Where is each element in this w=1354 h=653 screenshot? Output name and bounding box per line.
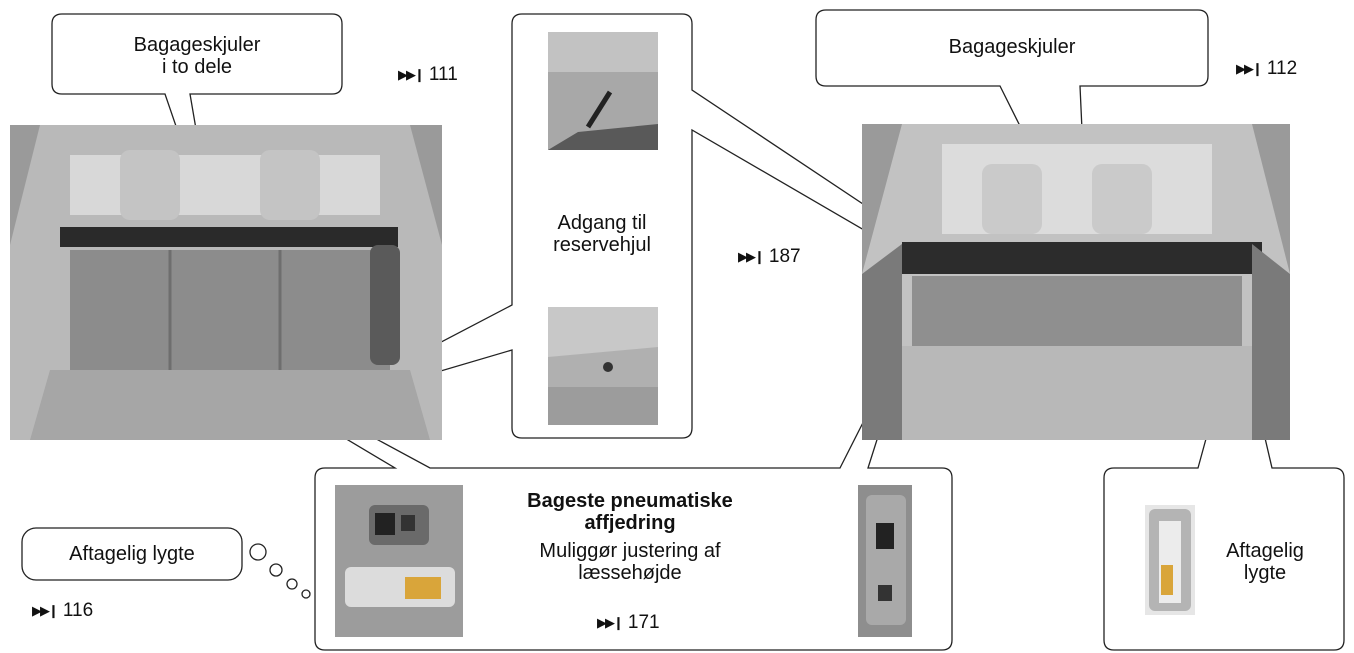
suspension-ref[interactable]: ▶▶❙ 171 bbox=[597, 612, 660, 633]
lamp-left-label: Aftagelig lygte bbox=[69, 543, 195, 565]
lamp-left-ref[interactable]: ▶▶❙ 116 bbox=[32, 600, 94, 621]
spare-wheel-photo-bottom bbox=[548, 307, 658, 425]
skip-forward-icon: ▶▶❙ bbox=[597, 615, 624, 630]
skip-forward-icon: ▶▶❙ bbox=[738, 249, 765, 264]
cover-ref[interactable]: ▶▶❙ 112 bbox=[1236, 58, 1298, 79]
skip-forward-icon: ▶▶❙ bbox=[32, 603, 59, 618]
suspension-desc: Muliggør justering af læssehøjde bbox=[539, 540, 721, 584]
split-cover-ref[interactable]: ▶▶❙ 111 bbox=[398, 64, 458, 85]
suspension-switch-photo-side bbox=[858, 485, 912, 637]
suspension-switch-photo bbox=[335, 485, 463, 637]
spare-wheel-photo-top bbox=[548, 32, 658, 150]
trunk-photo-right bbox=[862, 124, 1290, 440]
trunk-photo-left bbox=[10, 125, 442, 440]
lamp-right-label: Aftagelig lygte bbox=[1226, 540, 1304, 584]
lamp-photo-right bbox=[1145, 505, 1195, 615]
spare-wheel-label: Adgang til reservehjul bbox=[553, 212, 651, 256]
suspension-title: Bageste pneumatiske affjedring bbox=[527, 490, 733, 534]
split-cover-label: Bagageskjuler i to dele bbox=[133, 34, 261, 78]
skip-forward-icon: ▶▶❙ bbox=[1236, 61, 1263, 76]
spare-wheel-ref[interactable]: ▶▶❙ 187 bbox=[738, 246, 801, 267]
cover-label: Bagageskjuler bbox=[948, 36, 1076, 58]
skip-forward-icon: ▶▶❙ bbox=[398, 67, 425, 82]
